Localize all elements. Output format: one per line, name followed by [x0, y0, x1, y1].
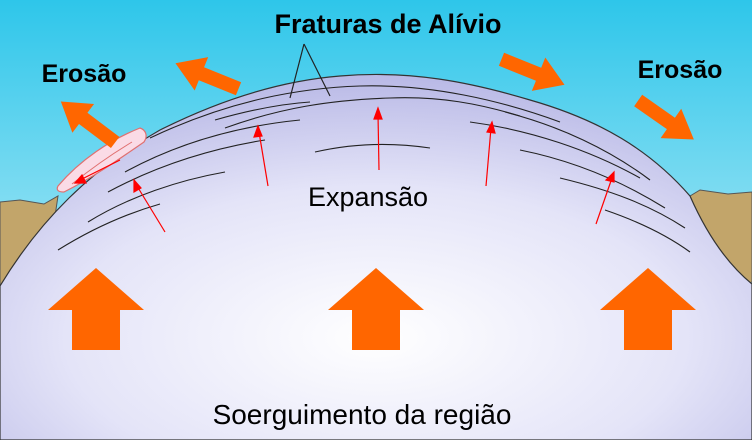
arrow-outward-icon: [634, 94, 694, 140]
expansion-arrows: [73, 106, 615, 233]
arrow-outward-icon: [60, 101, 120, 149]
arrow-up-icon: [600, 268, 696, 350]
erosion-arrows: [60, 52, 694, 149]
arrow-up-icon: [48, 268, 144, 350]
thin-arrow-icon: [73, 159, 121, 184]
thin-arrow-icon: [133, 178, 166, 233]
thin-arrow-icon: [595, 170, 615, 225]
arrow-up-icon: [328, 268, 424, 350]
thin-arrow-icon: [373, 106, 383, 171]
erosion-label-right: Erosão: [638, 56, 723, 84]
exfoliated-slab: [56, 127, 147, 193]
arrow-outward-icon: [175, 57, 242, 96]
relief-fractures-label: Fraturas de Alívio: [274, 9, 501, 39]
relief-fracture-lines: [57, 85, 691, 253]
uplift-arrows: [48, 268, 696, 350]
uplift-label: Soerguimento da região: [213, 399, 512, 430]
thin-arrow-icon: [253, 124, 269, 187]
arrow-outward-icon: [498, 52, 565, 91]
fracture-pointer-lines: [289, 43, 331, 99]
thin-arrow-icon: [485, 120, 496, 187]
expansion-label: Expansão: [308, 182, 428, 212]
erosion-label-left: Erosão: [42, 60, 127, 88]
